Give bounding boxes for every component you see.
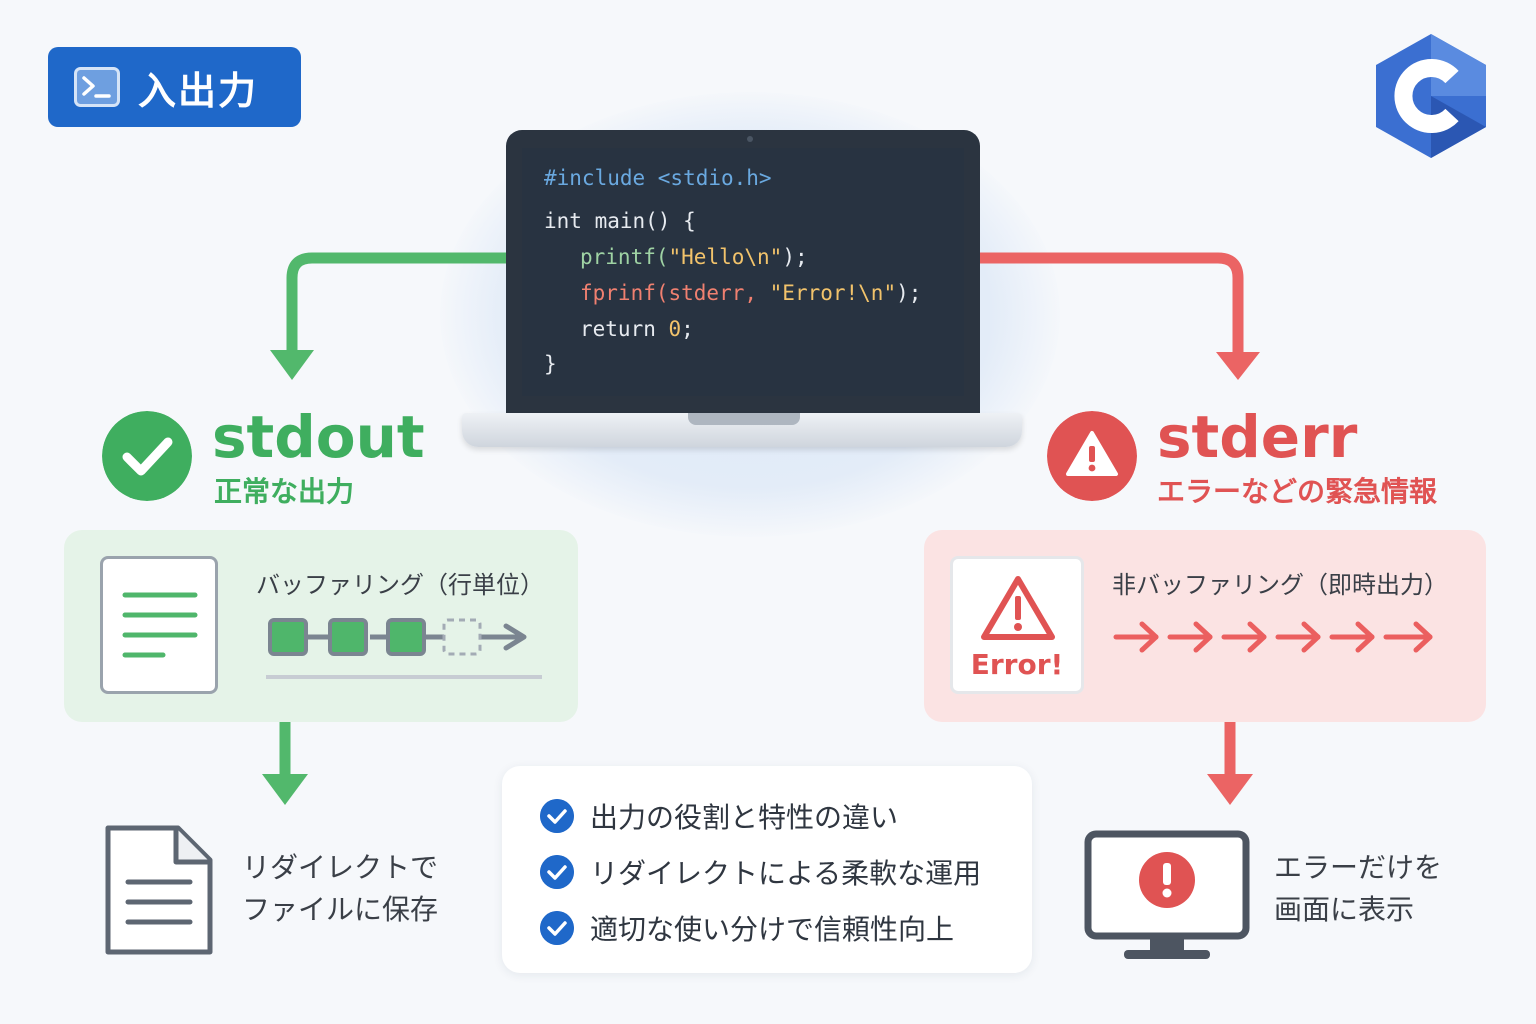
laptop-notch (688, 413, 800, 425)
stderr-note: エラーだけを 画面に表示 (1274, 847, 1442, 931)
monitor-alert-icon (1084, 830, 1250, 959)
stderr-subtitle: エラーなどの緊急情報 (1157, 475, 1438, 508)
error-card-label: Error! (970, 648, 1064, 681)
summary-item-text: リダイレクトによる柔軟な運用 (590, 857, 982, 890)
buffer-document-icon (100, 556, 218, 694)
badge-label: 入出力 (138, 68, 259, 113)
stderr-title: stderr (1157, 403, 1358, 471)
stdout-note-line2: ファイルに保存 (242, 893, 439, 926)
instant-arrows-icon (1113, 621, 1433, 653)
laptop-camera (747, 136, 753, 142)
stdout-note-line1: リダイレクトで (242, 851, 439, 884)
terminal-icon (74, 67, 120, 107)
code-line-printf: printf("Hello\n"); (580, 245, 808, 269)
stderr-panel-title: 非バッファリング（即時出力） (1112, 571, 1448, 599)
topic-badge: 入出力 (48, 47, 301, 127)
stdout-subtitle: 正常な出力 (214, 475, 355, 508)
file-document-icon (105, 825, 213, 955)
stderr-note-line1: エラーだけを (1274, 851, 1443, 884)
stdout-panel-title: バッファリング（行単位） (256, 571, 544, 599)
code-line-return: return 0; (580, 317, 694, 341)
summary-item-text: 出力の役割と特性の違い (590, 801, 899, 834)
check-icon (540, 911, 574, 945)
buffer-blocks-icon (266, 618, 542, 679)
stdout-title: stdout (212, 403, 425, 471)
summary-item: 適切な使い分けで信頼性向上 (540, 900, 981, 956)
summary-item: 出力の役割と特性の違い (540, 788, 981, 844)
code-editor (522, 148, 964, 396)
check-icon (540, 799, 574, 833)
code-line-main: int main() { (544, 209, 696, 233)
warning-circle-icon (1047, 411, 1137, 501)
code-line-close: } (544, 352, 557, 376)
check-icon (540, 855, 574, 889)
stderr-note-line2: 画面に表示 (1274, 893, 1415, 926)
summary-item-text: 適切な使い分けで信頼性向上 (590, 913, 955, 946)
summary-item: リダイレクトによる柔軟な運用 (540, 844, 981, 900)
c-language-logo-icon (1376, 34, 1486, 158)
stdout-note: リダイレクトで ファイルに保存 (242, 847, 438, 931)
warning-triangle-icon (981, 576, 1055, 640)
summary-card: 出力の役割と特性の違い リダイレクトによる柔軟な運用 適切な使い分けで信頼性向上 (502, 766, 1032, 973)
check-circle-icon (102, 411, 192, 501)
code-line-fprintf: fprinf(stderr, "Error!\n"); (580, 281, 922, 305)
code-line-include: #include <stdio.h> (544, 166, 772, 190)
